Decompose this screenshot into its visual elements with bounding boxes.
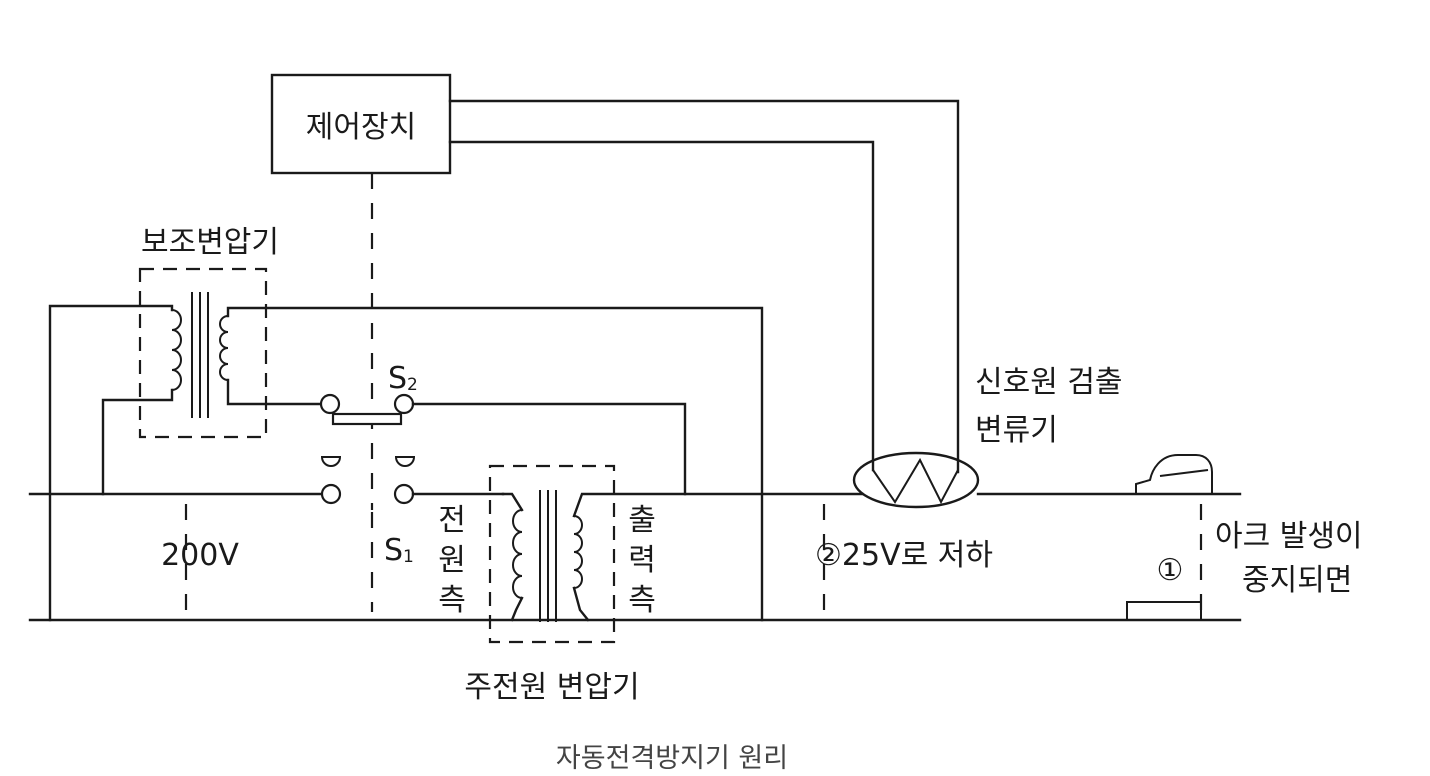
switch-s1-left-contact (320, 456, 342, 467)
figure-caption: 자동전격방지기 원리 (556, 743, 788, 774)
aux-secondary-wire-top (226, 306, 764, 622)
current-transformer-w-mark (872, 457, 959, 505)
primary-side-char-2: 원 (438, 543, 466, 578)
electrode-holder-icon (1135, 454, 1213, 495)
main-transformer-box (488, 464, 616, 644)
switch-s2-left-terminal[interactable] (319, 393, 341, 415)
current-transformer (852, 451, 980, 509)
arc-stop-label-line2: 중지되면 (1242, 563, 1352, 598)
switch-s1-right-terminal[interactable] (393, 483, 415, 505)
control-signal-wire-outer (448, 99, 960, 474)
voltage-in-label: 200V (161, 538, 239, 573)
main-transformer-label: 주전원 변압기 (464, 670, 639, 705)
switch-s1-left-terminal[interactable] (320, 483, 342, 505)
switch-s2-contact-bar[interactable] (331, 412, 403, 426)
aux-primary-wire-bottom (101, 388, 174, 496)
reduced-voltage-label: ②25V로 저하 (815, 538, 993, 573)
main-secondary-coil (573, 515, 583, 589)
ct-label-line1: 신호원 검출 (975, 365, 1123, 400)
control-signal-wire-inner (448, 140, 875, 472)
control-unit-label: 제어장치 (306, 110, 416, 145)
ct-label-line2: 변류기 (975, 413, 1058, 448)
workpiece-plate-icon (1126, 601, 1202, 621)
aux-transformer-label: 보조변압기 (141, 225, 279, 260)
secondary-side-char-2: 력 (628, 543, 656, 578)
main-secondary-wire-top (572, 492, 864, 518)
secondary-side-char-3: 측 (628, 583, 656, 618)
primary-side-char-3: 측 (438, 583, 466, 618)
aux-secondary-coil (219, 315, 229, 381)
s2-output-wire (411, 402, 687, 496)
secondary-side-char-1: 출 (628, 503, 656, 538)
main-primary-coil (512, 509, 523, 599)
switch-s2-label: S2 (388, 361, 418, 396)
aux-secondary-wire-bottom (226, 378, 322, 406)
switch-s1-right-contact (394, 456, 416, 467)
aux-primary-wire-top (48, 304, 174, 622)
electrode-holder-detail (1159, 469, 1209, 477)
aux-transformer-box (138, 267, 268, 439)
main-primary-wire-bottom (510, 596, 524, 622)
arc-stop-label-line1: 아크 발생이 (1215, 519, 1363, 554)
primary-side-char-1: 전 (438, 503, 466, 538)
switch-s1-label: S1 (384, 533, 414, 568)
control-unit-box (270, 73, 452, 175)
aux-primary-coil (171, 309, 182, 391)
main-primary-wire-top (501, 492, 524, 512)
marker-one-label: ① (1157, 553, 1184, 588)
switch-s2-right-terminal[interactable] (393, 393, 415, 415)
main-secondary-wire-bottom (572, 586, 590, 622)
